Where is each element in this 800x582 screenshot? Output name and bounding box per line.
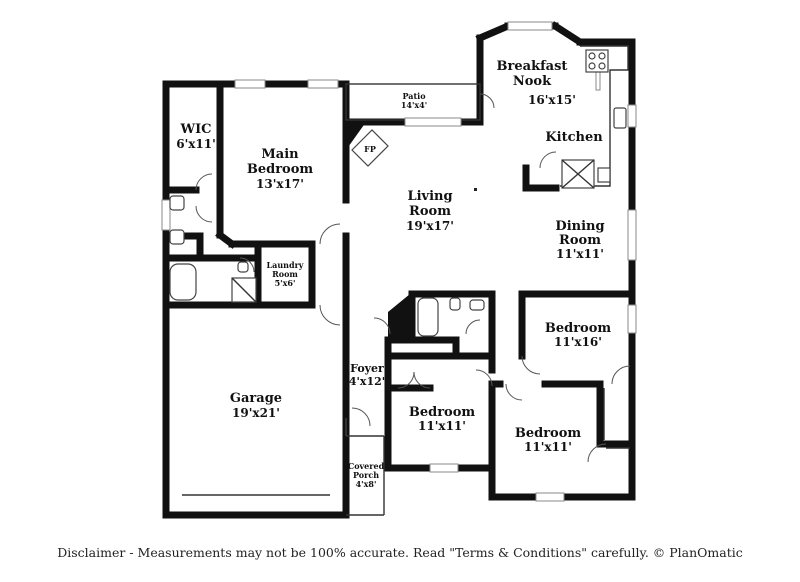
sink-icon	[613, 107, 627, 129]
toilet-icon	[449, 297, 461, 311]
garage-name: Garage	[230, 391, 282, 406]
living-name-2: Room	[409, 204, 451, 219]
range-icon	[585, 49, 609, 73]
laundry-name-1: Laundry	[267, 260, 304, 270]
sink-icon	[169, 229, 185, 245]
bathtub-icon	[169, 263, 197, 301]
living-name-1: Living	[407, 189, 452, 204]
breakfast-name-2: Nook	[513, 74, 552, 89]
fireplace-label: FP	[364, 144, 376, 154]
sink-icon	[469, 299, 485, 311]
garage-dim: 19'x21'	[232, 406, 280, 420]
kitchen-name: Kitchen	[545, 130, 603, 145]
porch-name-2: Porch	[353, 470, 379, 480]
fixtures	[169, 45, 630, 449]
breakfast-dim: 16'x15'	[528, 93, 576, 107]
main-bedroom-dim: 13'x17'	[256, 177, 304, 191]
porch-name-1: Covered	[348, 461, 385, 471]
main-bedroom-name-2: Bedroom	[247, 162, 314, 177]
bedroom-right-upper-dim: 11'x16'	[554, 335, 602, 349]
breakfast-name-1: Breakfast	[497, 59, 568, 74]
bedroom-center-name: Bedroom	[409, 405, 476, 420]
ceiling-fixture	[474, 188, 477, 191]
wic-dim: 6'x11'	[176, 137, 216, 151]
doors	[195, 93, 631, 463]
bedroom-center-dim: 11'x11'	[418, 419, 466, 433]
patio-name: Patio	[402, 91, 426, 101]
bedroom-right-upper-name: Bedroom	[545, 321, 612, 336]
refrigerator-icon	[597, 167, 611, 183]
sink-icon	[169, 195, 185, 211]
disclaimer-text: Disclaimer - Measurements may not be 100…	[57, 545, 743, 560]
dining-name-1: Dining	[555, 219, 604, 234]
laundry-dim: 5'x6'	[275, 278, 296, 288]
windows	[161, 21, 637, 502]
bedroom-right-lower-dim: 11'x11'	[524, 440, 572, 454]
main-bedroom-name-1: Main	[261, 147, 299, 162]
bedroom-right-lower-name: Bedroom	[515, 426, 582, 441]
dining-name-2: Room	[559, 233, 601, 248]
wic-name: WIC	[179, 122, 211, 137]
laundry-name-2: Room	[272, 269, 298, 279]
foyer-dim: 4'x12'	[349, 375, 385, 388]
porch-dim: 4'x8'	[356, 479, 377, 489]
living-dim: 19'x17'	[406, 219, 454, 233]
toilet-icon	[237, 261, 249, 273]
bathtub-icon	[417, 297, 439, 337]
patio-dim: 14'x4'	[401, 100, 427, 110]
foyer-name: Foyer	[350, 362, 384, 375]
room-labels: WIC 6'x11' Main Bedroom 13'x17' Laundry …	[176, 59, 611, 489]
dining-dim: 11'x11'	[556, 247, 604, 261]
